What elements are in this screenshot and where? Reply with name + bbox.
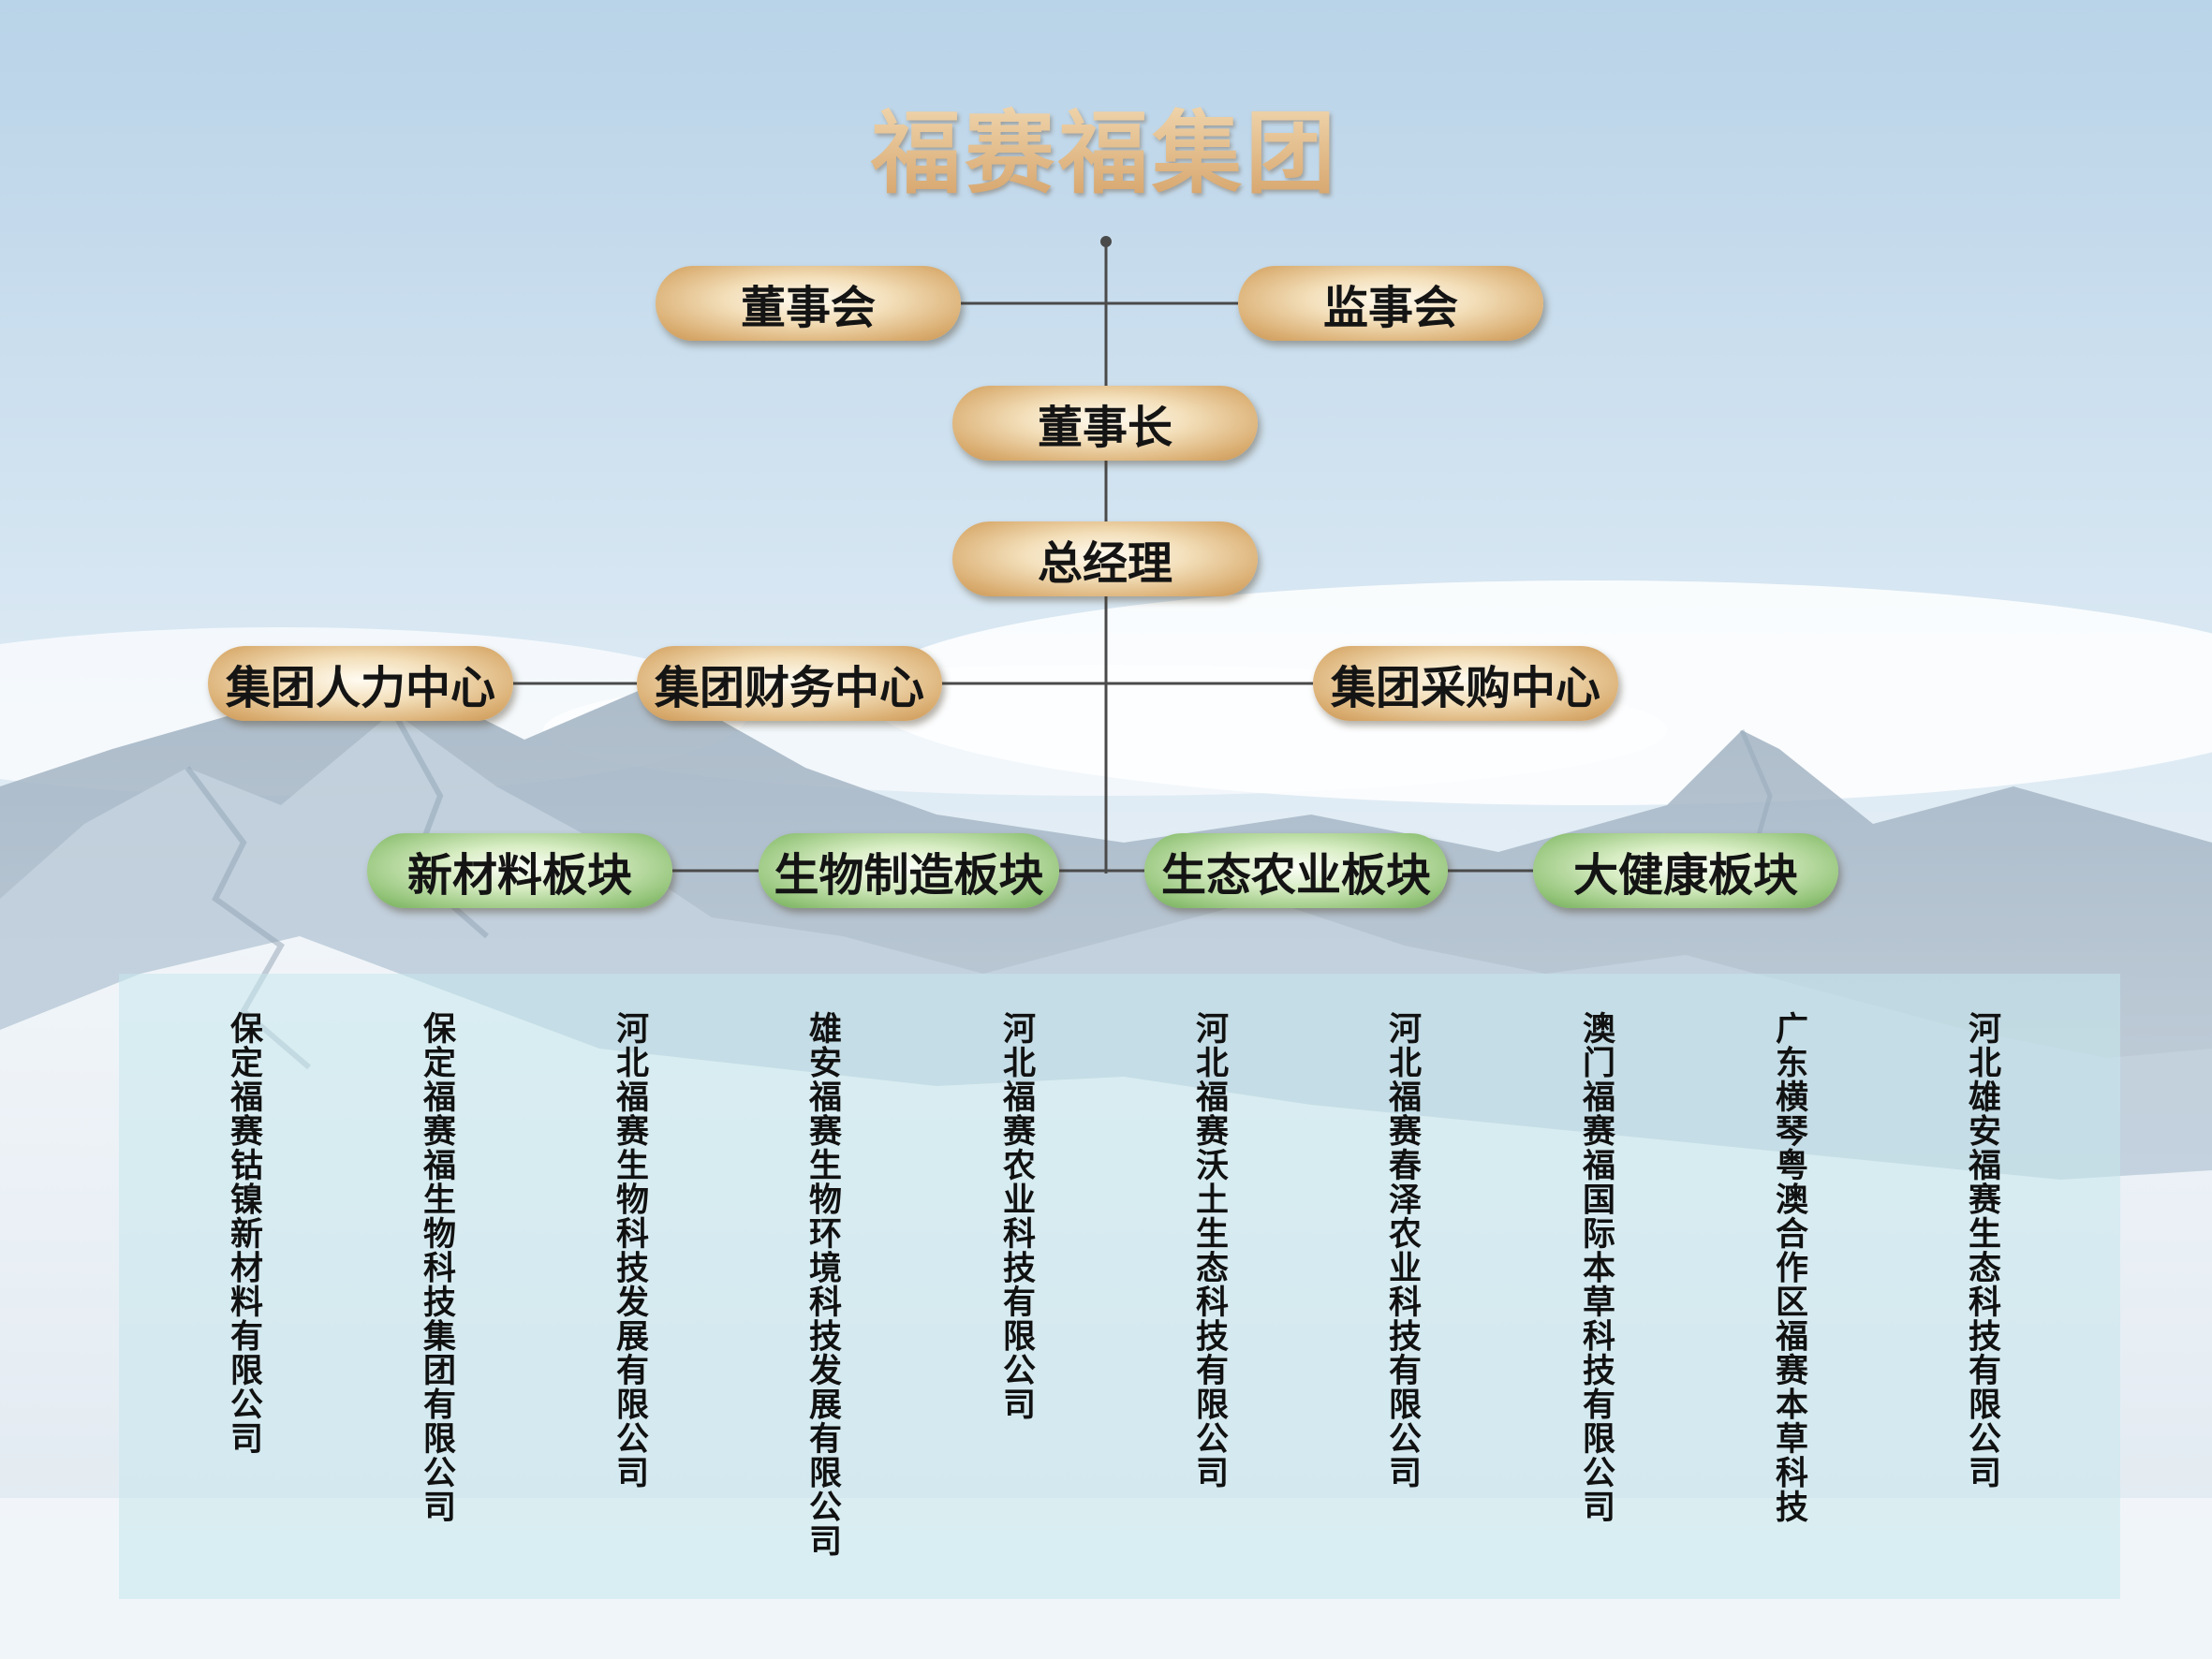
- company-label: 河北福赛沃土生态科技有限公司: [1190, 1011, 1228, 1490]
- new-materials-segment-node: 新材料板块: [367, 833, 672, 908]
- supervisory-board-node: 监事会: [1238, 266, 1543, 341]
- general-manager-node: 总经理: [952, 521, 1258, 596]
- company-label: 雄安福赛生物环境科技发展有限公司: [804, 1011, 841, 1558]
- company-label: 澳门福赛福国际本草科技有限公司: [1577, 1011, 1615, 1524]
- bio-manufacturing-segment-node: 生物制造板块: [759, 833, 1059, 908]
- board-of-directors-node: 董事会: [656, 266, 961, 341]
- company-label: 河北福赛生物科技发展有限公司: [611, 1011, 648, 1490]
- chairman-node: 董事长: [952, 386, 1258, 461]
- page-title: 福赛福集团: [871, 89, 1339, 206]
- subsidiaries-panel: [119, 974, 2120, 1599]
- company-label: 河北福赛春泽农业科技有限公司: [1383, 1011, 1421, 1490]
- company-label: 河北雄安福赛生态科技有限公司: [1963, 1011, 2000, 1490]
- health-segment-node: 大健康板块: [1533, 833, 1838, 908]
- hr-center-node: 集团人力中心: [208, 646, 513, 721]
- eco-agriculture-segment-node: 生态农业板块: [1144, 833, 1448, 908]
- procurement-center-node: 集团采购中心: [1313, 646, 1618, 721]
- company-label: 保定福赛福生物科技集团有限公司: [418, 1011, 455, 1524]
- company-label: 广东横琴粤澳合作区福赛本草科技: [1770, 1011, 1807, 1524]
- finance-center-node: 集团财务中心: [637, 646, 942, 721]
- company-label: 保定福赛钴镍新材料有限公司: [225, 1011, 262, 1456]
- company-label: 河北福赛农业科技有限公司: [997, 1011, 1035, 1421]
